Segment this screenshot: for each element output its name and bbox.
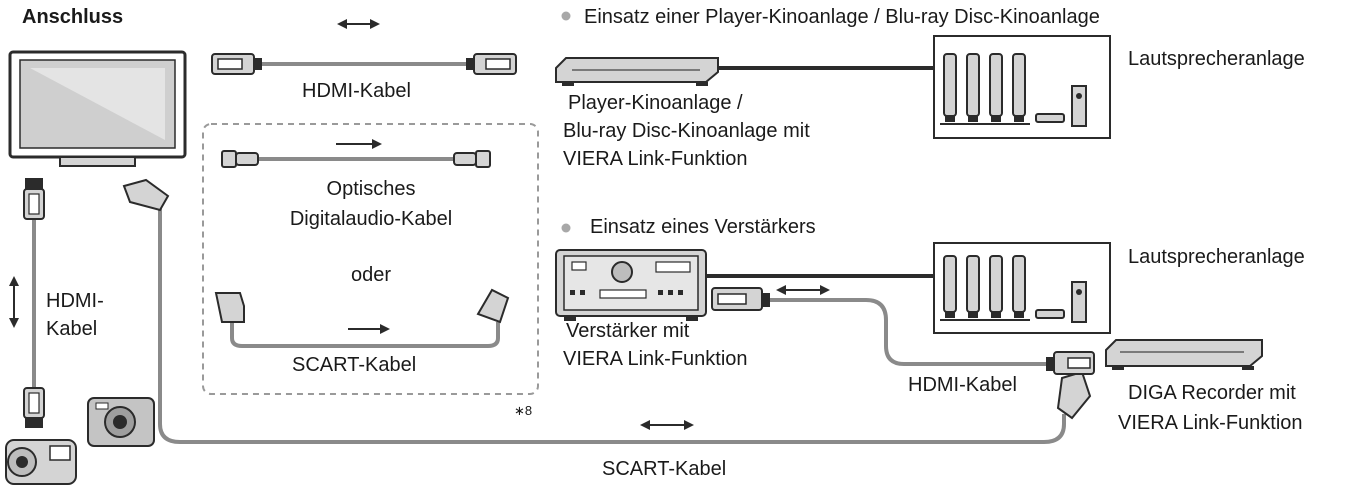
section-amplifier-heading: Einsatz eines Verstärkers (590, 216, 816, 238)
amplifier-label-line1: Verstärker mit (566, 320, 690, 342)
speaker-system-top-label: Lautsprecheranlage (1128, 48, 1305, 70)
optical-cable-label-line1: Optisches (326, 178, 416, 200)
optical-cable (221, 150, 491, 168)
scart-cable-bottom (122, 178, 1092, 444)
player-label-line2: Blu-ray Disc-Kinoanlage mit (563, 120, 810, 142)
or-label: oder (350, 264, 392, 286)
amplifier-label-line2: VIERA Link-Funktion (563, 348, 748, 370)
hdmi-cable-top (211, 53, 517, 75)
camcorder-icon (5, 439, 77, 485)
hdmi-cable-recorder (711, 287, 1095, 375)
optical-cable-label-line2: Digitalaudio-Kabel (289, 208, 453, 230)
amplifier-icon (555, 249, 707, 321)
hdmi-cable-left (23, 178, 45, 428)
player-device-icon (555, 57, 719, 86)
recorder-label-line2: VIERA Link-Funktion (1118, 412, 1303, 434)
recorder-label-line1: DIGA Recorder mit (1128, 382, 1296, 404)
dashed-option-box (202, 123, 539, 395)
hdmi-cable-label: HDMI-Kabel (302, 80, 411, 102)
player-label-line1: Player-Kinoanlage / (568, 92, 743, 114)
recorder-device-icon (1105, 339, 1263, 370)
bullet (561, 223, 571, 233)
player-label-line3: VIERA Link-Funktion (563, 148, 748, 170)
hdmi-recorder-cable-label: HDMI-Kabel (908, 374, 1017, 396)
tv-icon (8, 50, 187, 167)
speaker-system-icon (933, 35, 1111, 139)
speaker-system-bottom-label: Lautsprecheranlage (1128, 246, 1305, 268)
section-player-heading: Einsatz einer Player-Kinoanlage / Blu-ra… (584, 6, 1100, 28)
footnote-marker: ∗8 (514, 403, 533, 418)
scart-bottom-cable-label: SCART-Kabel (602, 458, 727, 480)
hdmi-left-label-line2: Kabel (46, 318, 98, 340)
scart-cable-label: SCART-Kabel (292, 354, 417, 376)
hdmi-left-label-line1: HDMI- (46, 290, 104, 312)
speaker-system-icon (933, 242, 1111, 334)
camera-icon (87, 397, 155, 447)
scart-cable-inner (214, 288, 510, 348)
bullet (561, 11, 571, 21)
page-title: Anschluss (22, 6, 124, 28)
